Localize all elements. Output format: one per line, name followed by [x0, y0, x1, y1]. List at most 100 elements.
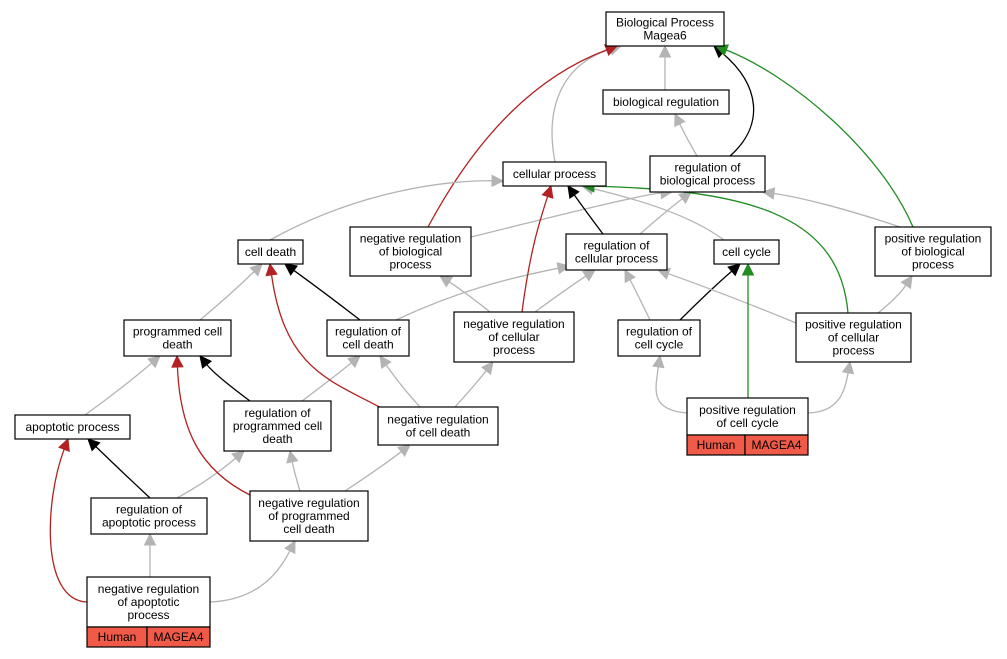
arrowhead — [147, 355, 161, 369]
arrowhead — [678, 191, 692, 205]
arrowhead — [652, 354, 665, 369]
gene-cell — [744, 434, 809, 456]
edge-regulation-of-cell-cycle-to-cell-cycle — [679, 263, 741, 321]
node-label: programmed cell — [233, 419, 322, 433]
edge-positive-regulation-of-cellular-process-to-positive-regulation-of-biological-process — [877, 275, 913, 314]
node-label: of cell cycle — [716, 416, 778, 430]
arrowhead — [143, 532, 157, 546]
node-label: regulation of — [116, 503, 183, 517]
edge-regulation-of-cell-cycle-to-regulation-of-cellular-process — [624, 269, 651, 321]
arrowhead — [741, 262, 755, 276]
arrowhead — [581, 269, 596, 282]
node-label: negative regulation — [387, 413, 488, 427]
node-cell-cycle[interactable]: cell cycle — [713, 239, 780, 265]
edge-positive-regulation-of-cell-cycle-to-cell-cycle — [741, 262, 755, 398]
node-label: Biological Process — [616, 16, 714, 30]
arrowhead — [439, 275, 454, 288]
node-label: cellular process — [575, 252, 658, 266]
node-label: biological process — [660, 174, 755, 188]
arrowhead — [379, 355, 392, 370]
edge-biological-regulation-to-root — [658, 44, 672, 90]
node-label: negative regulation — [463, 317, 564, 331]
species-label: Human — [98, 630, 137, 644]
gene-label: MAGEA4 — [751, 438, 801, 452]
arrowhead — [87, 438, 101, 452]
arrowhead — [286, 449, 299, 464]
node-label: cell death — [342, 338, 393, 352]
edge-positive-regulation-of-cell-cycle-to-regulation-of-cell-cycle — [652, 354, 688, 414]
arrowhead — [541, 184, 554, 199]
node-label: of cellular — [828, 331, 879, 345]
node-label: negative regulation — [98, 582, 199, 596]
arrowhead — [491, 174, 505, 188]
node-label: positive regulation — [885, 232, 982, 246]
arrowhead — [249, 263, 263, 277]
node-label: regulation of — [583, 239, 650, 253]
edge-regulation-of-apoptotic-process-to-apoptotic-process — [87, 438, 151, 499]
node-label: process — [832, 344, 874, 358]
edge-regulation-of-apoptotic-process-to-regulation-of-programmed-cell-death — [176, 450, 245, 499]
node-label: biological regulation — [613, 95, 719, 109]
arrowhead — [284, 540, 296, 555]
edge-positive-regulation-of-biological-process-to-regulation-of-biological-process — [761, 187, 901, 228]
node-label: of cell death — [406, 426, 471, 440]
node-biological-regulation[interactable]: biological regulation — [602, 89, 730, 115]
node-label: positive regulation — [805, 318, 902, 332]
arrowhead — [674, 112, 686, 128]
arrowhead — [199, 355, 213, 369]
arrowhead — [171, 354, 184, 368]
arrowhead — [658, 44, 672, 58]
edge-regulation-of-biological-process-to-biological-regulation — [674, 112, 698, 157]
node-label: of biological — [901, 245, 964, 259]
node-label: programmed cell — [133, 325, 222, 339]
node-label: cell death — [245, 245, 296, 259]
arrowhead — [284, 263, 299, 276]
edge-positive-regulation-of-biological-process-to-root — [714, 44, 914, 228]
annotation-row: Human MAGEA4 — [686, 434, 809, 456]
node-label: regulation of — [626, 325, 693, 339]
node-cellular-process[interactable]: cellular process — [502, 161, 607, 187]
node-label: of programmed — [268, 509, 349, 523]
node-cell-death[interactable]: cell death — [237, 239, 304, 265]
edge-negative-regulation-of-programmed-cell-death-to-negative-regulation-of-cell-death — [344, 444, 411, 492]
edge-positive-regulation-of-cell-cycle-to-positive-regulation-of-cellular-process — [807, 360, 855, 414]
edge-negative-regulation-of-cell-death-to-regulation-of-cell-death — [379, 355, 421, 408]
gene-cell — [146, 626, 211, 648]
edge-negative-regulation-of-apoptotic-process-to-apoptotic-process — [49, 437, 88, 603]
node-label: cell death — [283, 522, 334, 536]
node-label: process — [493, 343, 535, 357]
edge-negative-regulation-of-cellular-process-to-negative-regulation-of-biological-process — [439, 275, 491, 313]
arrowhead — [480, 361, 494, 375]
species-label: Human — [697, 438, 736, 452]
edge-negative-regulation-of-cellular-process-to-regulation-of-cellular-process — [534, 269, 596, 313]
arrowhead — [397, 444, 411, 458]
edge-positive-regulation-of-cellular-process-to-regulation-of-cellular-process — [656, 267, 797, 324]
edge-negative-regulation-of-cellular-process-to-cellular-process — [521, 184, 554, 313]
node-label: cell cycle — [635, 338, 684, 352]
edge-regulation-of-programmed-cell-death-to-programmed-cell-death — [199, 355, 251, 402]
edge-negative-regulation-of-cell-death-to-cell-death — [265, 262, 386, 411]
node-apoptotic-process[interactable]: apoptotic process — [14, 414, 131, 440]
node-label: positive regulation — [699, 403, 796, 417]
edge-negative-regulation-of-apoptotic-process-to-regulation-of-apoptotic-process — [143, 532, 157, 577]
edge-regulation-of-cell-death-to-cell-death — [284, 263, 361, 321]
edge-programmed-cell-death-to-cell-death — [199, 263, 263, 321]
edge-regulation-of-cellular-process-to-cellular-process — [567, 185, 604, 235]
